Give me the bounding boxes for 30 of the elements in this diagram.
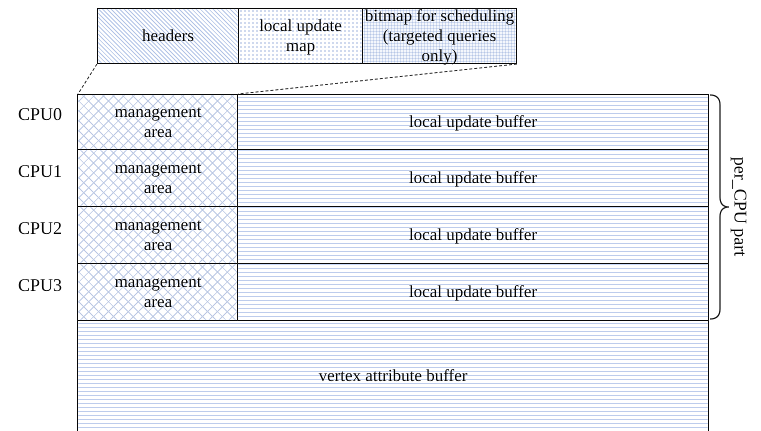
- field-label: local update buffer: [408, 168, 538, 188]
- field-label: local update buffer: [408, 225, 538, 245]
- cpu-label: CPU1: [18, 161, 62, 182]
- cpu-label: CPU2: [18, 218, 62, 239]
- field-label: vertex attribute buffer: [318, 366, 468, 386]
- buffer-area: [237, 149, 709, 207]
- field-label: management area: [114, 102, 202, 142]
- buffer-area: [237, 94, 709, 150]
- management-area: [77, 149, 239, 207]
- dashed-line: [238, 64, 518, 94]
- management-area: [77, 94, 239, 150]
- field-label: bitmap for scheduling (targeted queries only): [364, 6, 516, 66]
- management-area: [77, 206, 239, 264]
- cpu-label: CPU3: [18, 275, 62, 296]
- field-label: local update buffer: [408, 112, 538, 132]
- map-field: [238, 8, 363, 64]
- field-label: headers: [142, 26, 194, 46]
- header-field: [97, 8, 239, 64]
- field-label: management area: [114, 158, 202, 198]
- field-label: management area: [114, 272, 202, 312]
- buffer-area: [237, 206, 709, 264]
- group-label: per_CPU part: [730, 156, 750, 256]
- buffer-area: [77, 320, 709, 431]
- buffer-area: [237, 263, 709, 321]
- field-label: local update map: [258, 16, 343, 56]
- field-label: management area: [114, 215, 202, 255]
- dashed-line: [78, 64, 98, 94]
- cpu-label: CPU0: [18, 104, 62, 125]
- management-area: [77, 263, 239, 321]
- field-label: local update buffer: [408, 282, 538, 302]
